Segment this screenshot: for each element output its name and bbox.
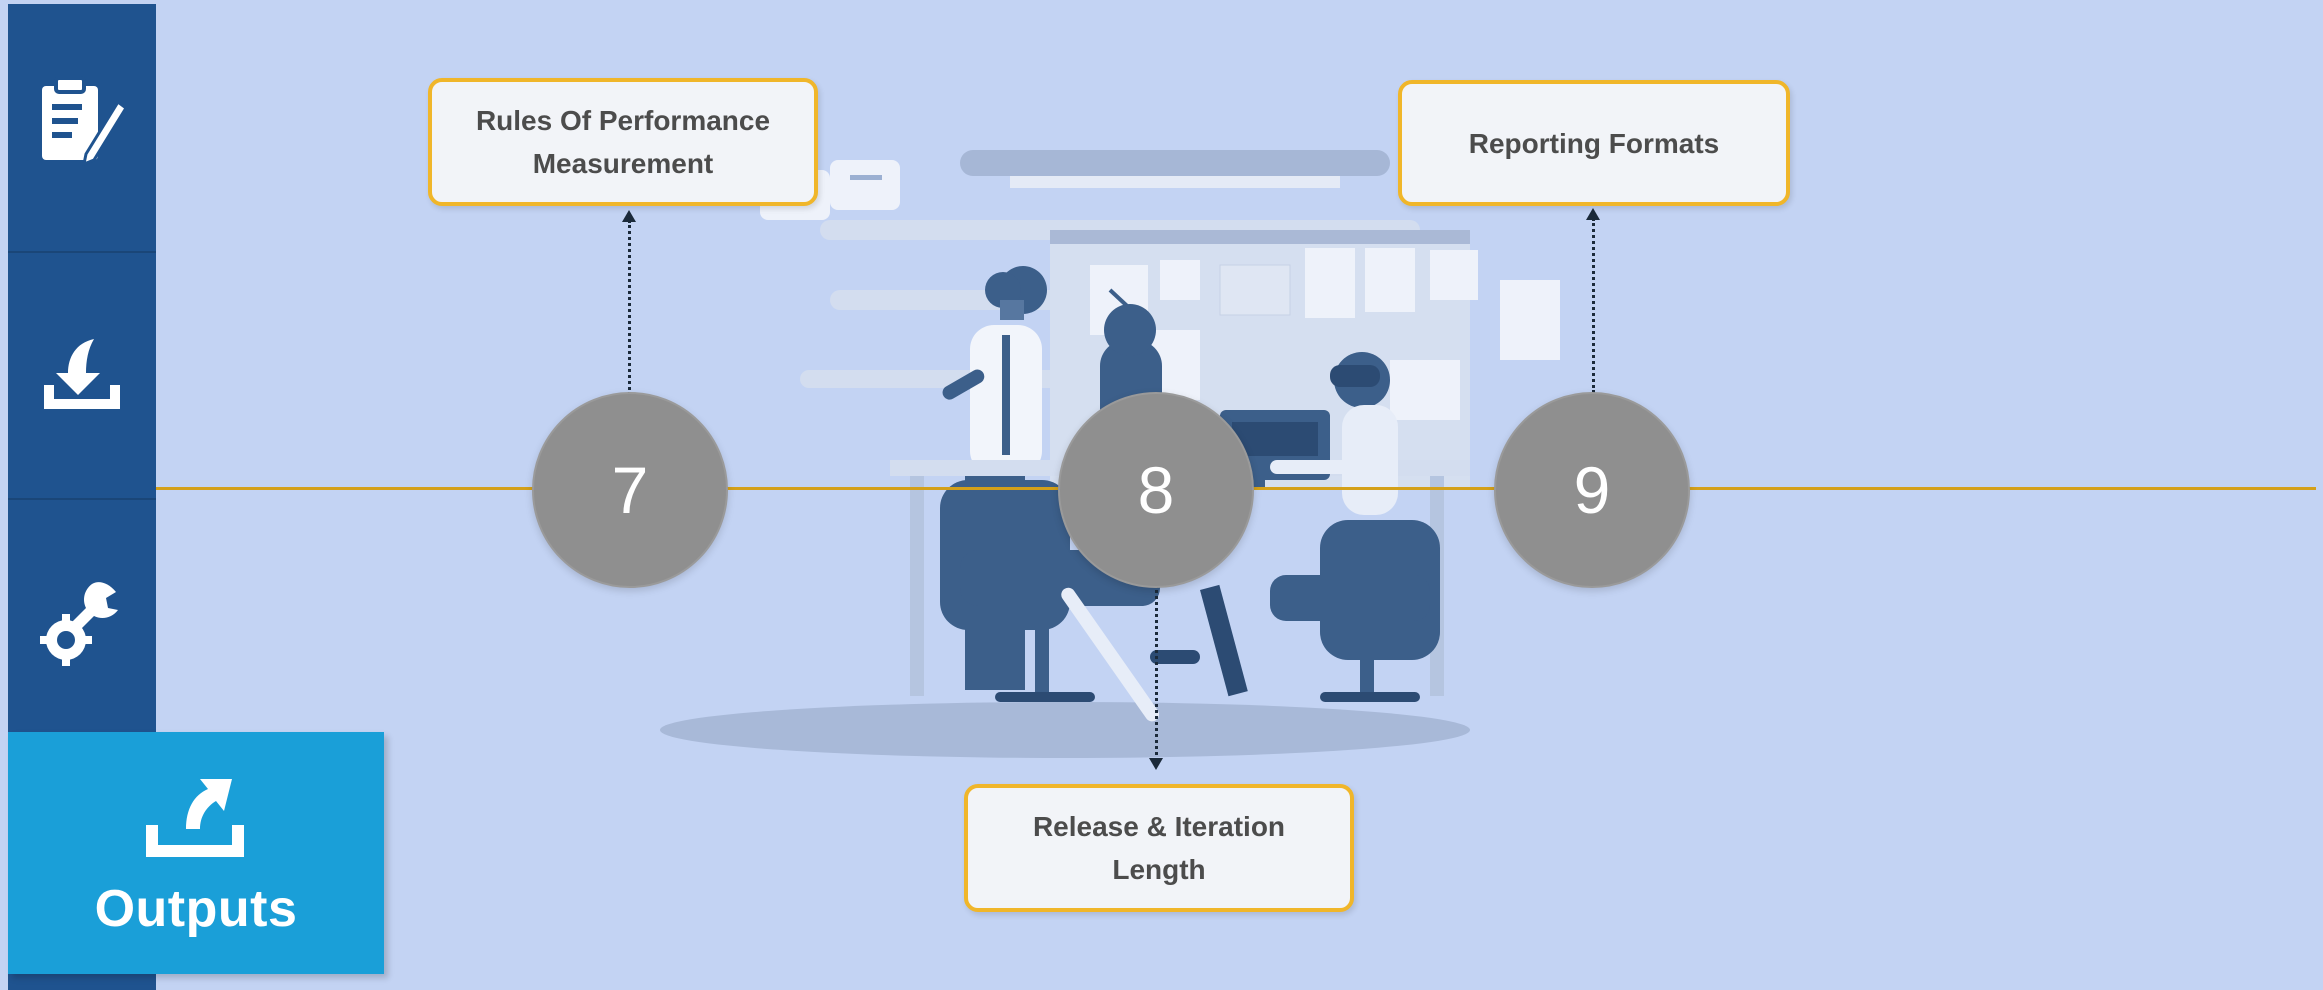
timeline-node-9[interactable]: 9	[1494, 392, 1690, 588]
arrow-up-icon	[1586, 208, 1600, 220]
timeline-node-8[interactable]: 8	[1058, 392, 1254, 588]
callout-label: Rules Of Performance Measurement	[475, 105, 771, 179]
connector-9	[1592, 218, 1595, 393]
callout-label: Reporting Formats	[1468, 127, 1720, 159]
callout-rules-of-performance-measurement[interactable]: Rules Of Performance Measurement	[428, 78, 818, 206]
callout-reporting-formats[interactable]: Reporting Formats	[1398, 80, 1790, 206]
clipboard-edit-icon	[42, 75, 128, 166]
arrow-down-icon	[1149, 758, 1163, 770]
sidebar-item-inputs[interactable]	[8, 4, 156, 239]
tools-gear-icon	[40, 581, 118, 666]
sidebar-item-downloads[interactable]	[8, 251, 156, 488]
callout-label: Release & Iteration Length	[1032, 811, 1286, 885]
outputs-tile[interactable]: Outputs	[8, 732, 384, 974]
connector-8	[1155, 585, 1158, 755]
inbox-download-icon	[44, 338, 120, 409]
upload-tray-icon	[146, 779, 244, 857]
sidebar-item-tools[interactable]	[8, 498, 156, 735]
arrow-up-icon	[622, 210, 636, 222]
outputs-label: Outputs	[94, 880, 298, 938]
connector-7	[628, 220, 631, 395]
timeline-node-7[interactable]: 7	[532, 392, 728, 588]
callout-release-iteration-length[interactable]: Release & Iteration Length	[964, 784, 1354, 912]
